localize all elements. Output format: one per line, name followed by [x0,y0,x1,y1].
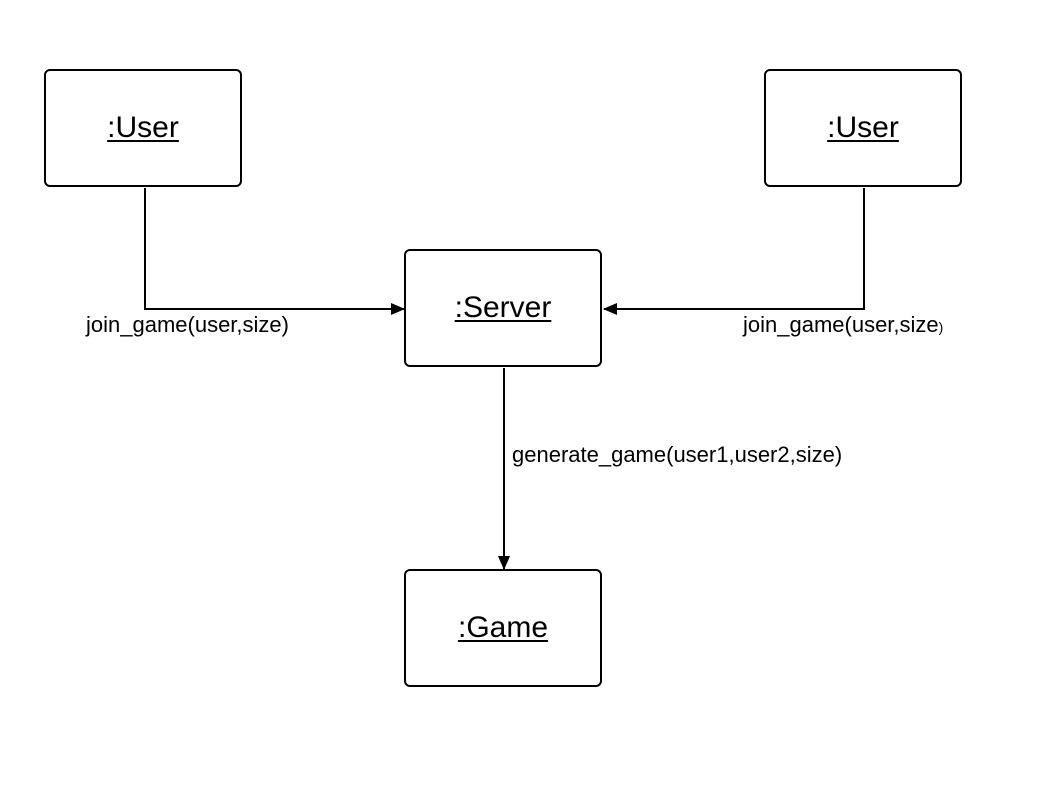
user-node-left-label: :User [107,111,179,144]
connector-right-user-to-server [603,188,865,315]
message-generate-game: generate_game(user1,user2,size) [512,442,843,467]
message-right-join-game-paren: ) [938,319,944,335]
game-node[interactable]: :Game [404,569,602,687]
game-node-label: :Game [457,611,549,644]
message-right-join-game: join_game(user,size) [743,312,943,338]
message-right-join-game-text: join_game(user,size [743,312,939,337]
user-node-right-label: :User [827,111,899,144]
server-node[interactable]: :Server [404,249,602,367]
user-node-left[interactable]: :User [44,69,242,187]
server-node-label: :Server [454,291,552,324]
user-node-right[interactable]: :User [764,69,962,187]
message-left-join-game: join_game(user,size) [86,312,289,337]
connector-left-user-to-server [144,188,405,315]
